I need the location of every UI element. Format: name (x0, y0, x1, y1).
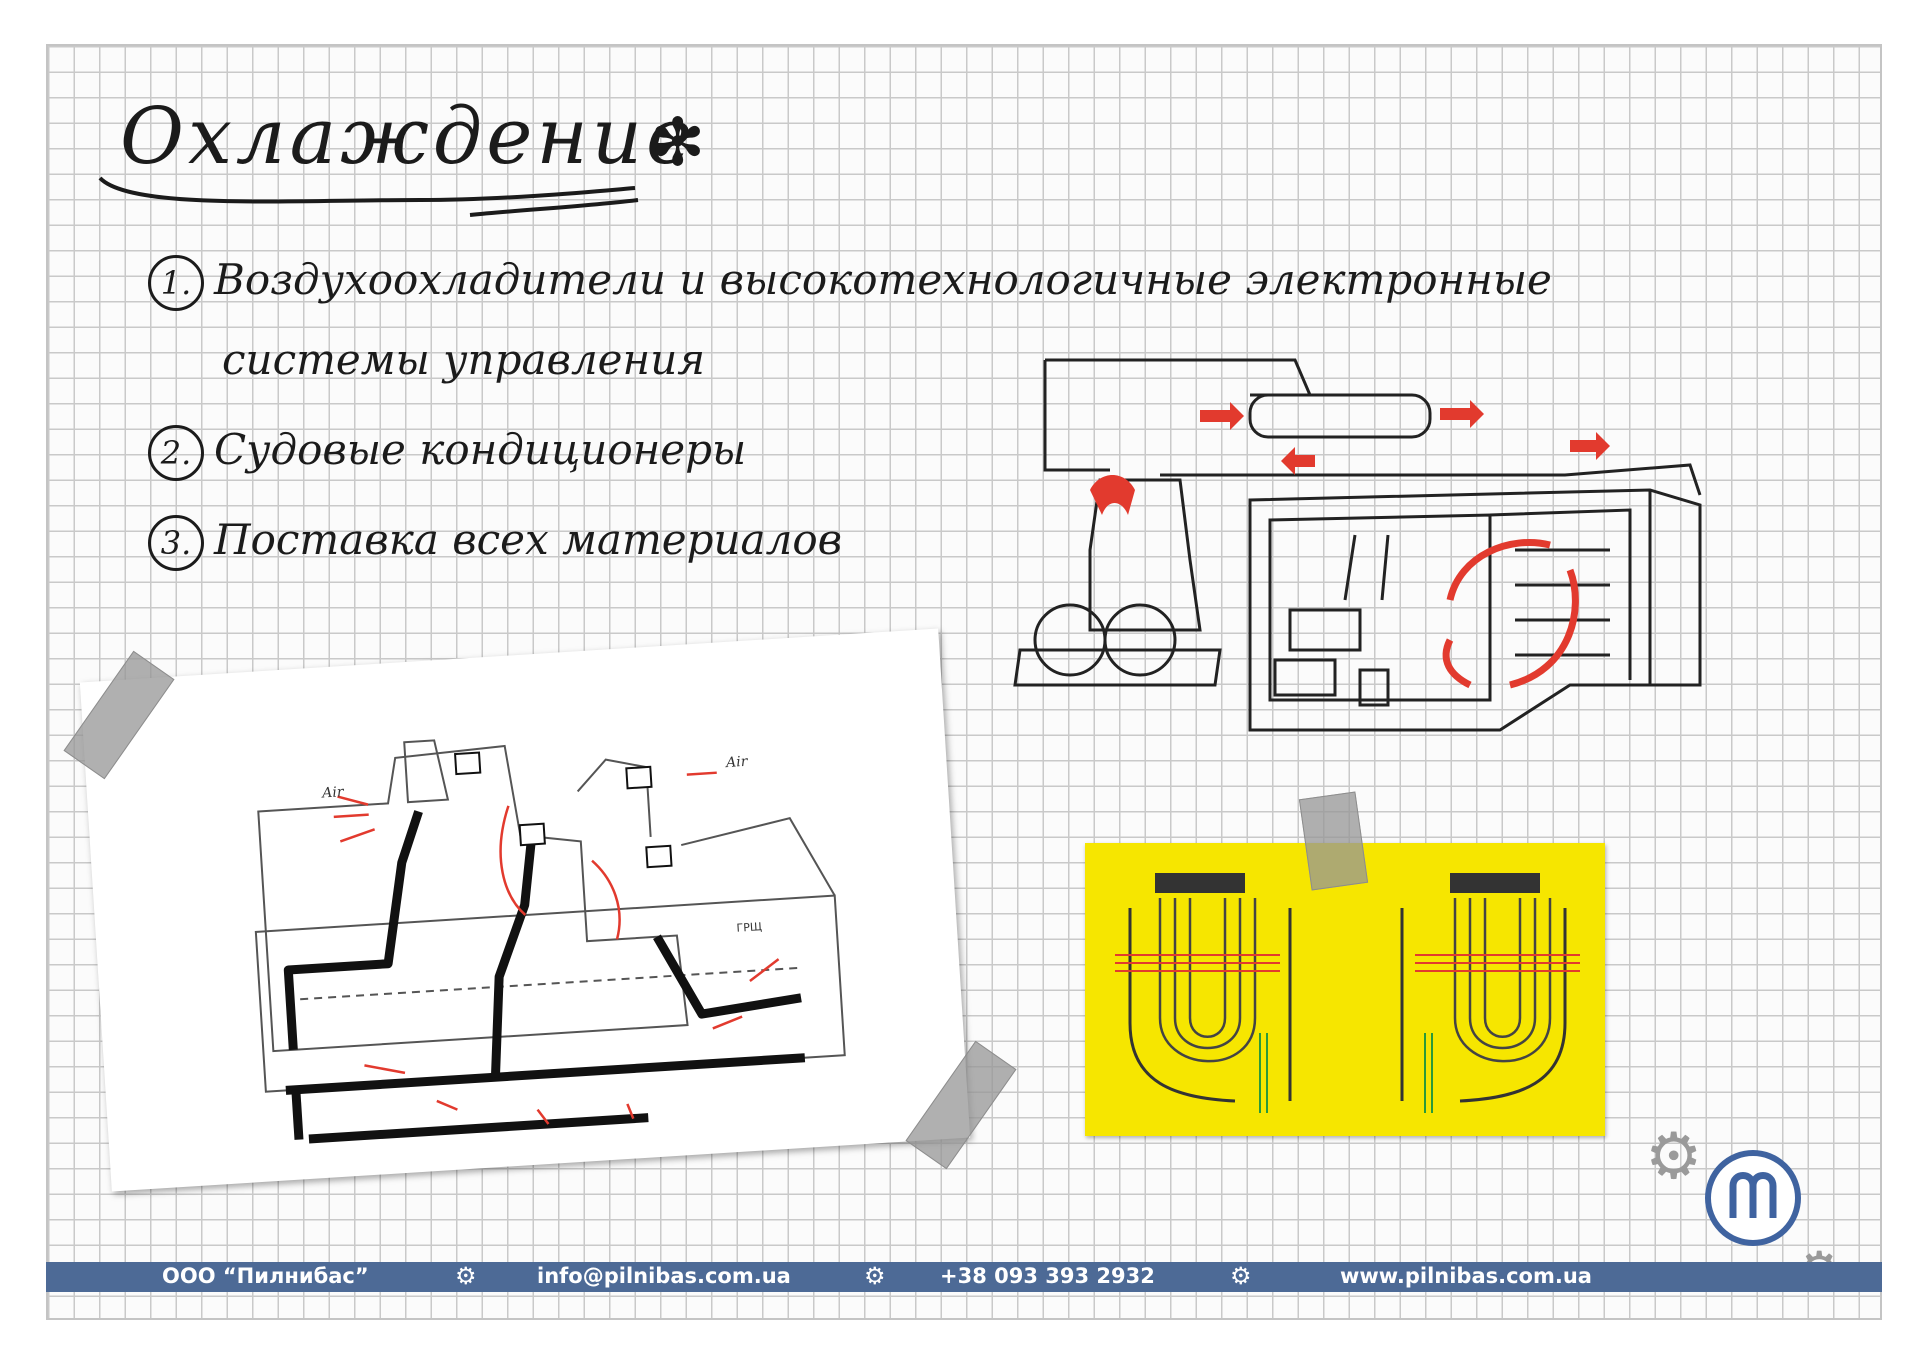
snowflake-icon: ✻ (650, 104, 706, 181)
gear-icon: ⚙ (455, 1262, 477, 1290)
refrigeration-cycle-sketch (1013, 358, 1702, 732)
item-3-text: Поставка всех материалов (214, 515, 843, 564)
footer-company: ООО “Пилнибас” (162, 1264, 369, 1288)
list-item-2: 2.Судовые кондиционеры (148, 425, 746, 481)
u-tube-heat-exchanger-diagram (1115, 873, 1580, 1113)
item-number-2: 2. (148, 425, 204, 481)
air-label-left: Air (320, 784, 346, 802)
footer-phone[interactable]: +38 093 393 2932 (940, 1264, 1155, 1288)
ship-ventilation-diagram: Air Air ГРЩ (254, 739, 846, 1144)
gear-icon: ⚙ (1230, 1262, 1252, 1290)
list-item-1-continuation: системы управления (222, 335, 706, 384)
company-logo (1705, 1150, 1801, 1246)
switchboard-tag: ГРЩ (736, 920, 762, 935)
list-item-3: 3.Поставка всех материалов (148, 515, 842, 571)
item-number-3: 3. (148, 515, 204, 571)
ship-ventilation-diagram-card: Air Air ГРЩ (79, 628, 971, 1192)
item-number-1: 1. (148, 255, 204, 311)
gear-decoration-icon: ⚙ (1645, 1120, 1703, 1194)
footer-bar (46, 1262, 1882, 1292)
page-title: Охлаждение (120, 92, 697, 182)
item-2-text: Судовые кондиционеры (214, 425, 747, 474)
logo-mark (1729, 1172, 1777, 1218)
heat-exchanger-card (1085, 843, 1605, 1136)
list-item-1: 1.Воздухоохладители и высокотехнологичны… (148, 255, 1552, 311)
gear-icon: ⚙ (864, 1262, 886, 1290)
footer-email[interactable]: info@pilnibas.com.ua (537, 1264, 791, 1288)
air-label-right: Air (724, 754, 750, 772)
title-underline (98, 176, 639, 217)
footer-website[interactable]: www.pilnibas.com.ua (1340, 1264, 1592, 1288)
item-1-text: Воздухоохладители и высокотехнологичные … (214, 255, 1552, 304)
